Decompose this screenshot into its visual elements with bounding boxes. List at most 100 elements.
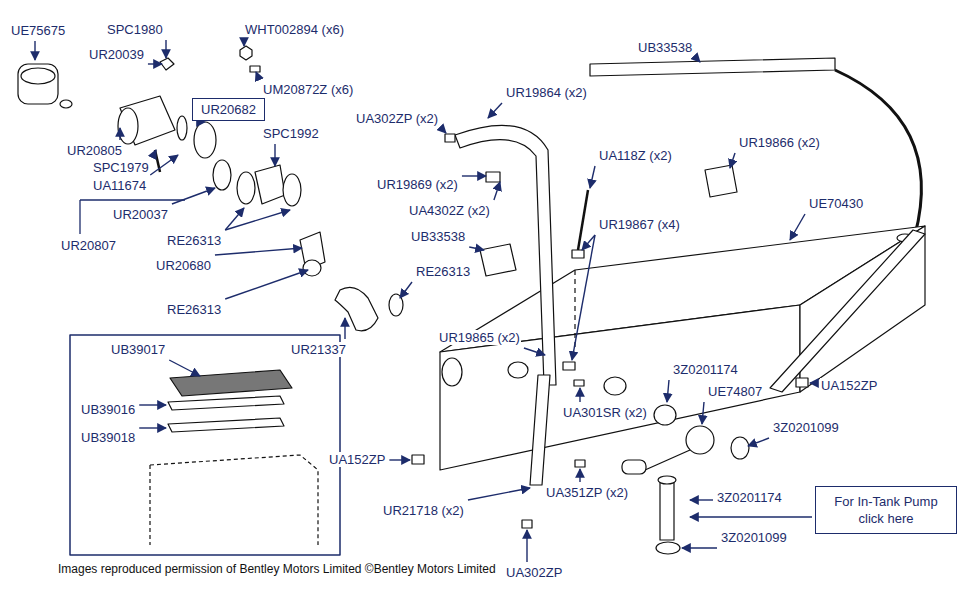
leader-arrow — [344, 318, 345, 339]
leader-arrow — [442, 129, 446, 133]
part-number: WHT002894 (x6) — [244, 22, 345, 37]
leader-arrow — [274, 144, 275, 166]
pad — [705, 165, 737, 197]
cap-seal — [60, 100, 72, 108]
leader-arrow — [169, 360, 200, 376]
part-number: UR21337 — [290, 342, 347, 357]
part-number: UA302ZP — [505, 565, 563, 580]
tank-port — [442, 358, 462, 386]
flange — [194, 122, 216, 158]
part-number: UA302ZP (x2) — [355, 111, 439, 126]
leader-arrow — [119, 128, 120, 140]
part-number: UA152ZP — [820, 378, 878, 393]
callout-box: UR20682 — [192, 98, 265, 121]
leader-arrow — [730, 153, 735, 168]
part-number: UA351ZP (x2) — [545, 485, 629, 500]
part-number: SPC1979 — [92, 160, 150, 175]
inset-strip — [168, 418, 284, 432]
float — [622, 460, 646, 474]
part-number: 3Z0201174 — [672, 362, 739, 377]
leader-arrow — [225, 210, 290, 230]
leader-arrow — [243, 40, 244, 46]
box-text: For In-Tank Pump click here — [824, 493, 948, 527]
part-number: UR20037 — [112, 207, 169, 222]
part-number: UA11674 — [92, 178, 147, 193]
bracket — [486, 172, 500, 182]
part-number: UA152ZP — [328, 452, 386, 467]
part-number: SPC1992 — [262, 126, 320, 141]
part-number: UR20039 — [88, 47, 145, 62]
box-text: UR20682 — [201, 101, 256, 118]
tank-port — [508, 362, 528, 378]
part-number: 3Z0201174 — [716, 490, 783, 505]
leader-arrow — [400, 282, 412, 298]
part-number: UE74807 — [707, 384, 763, 399]
leader-arrow — [690, 516, 812, 517]
screw — [250, 66, 260, 72]
tank-hole — [604, 377, 626, 395]
clamp — [303, 260, 321, 276]
leader-arrow — [462, 175, 486, 176]
leader-arrow — [469, 247, 484, 250]
nut — [240, 46, 252, 60]
part-number: SPC1980 — [106, 22, 164, 37]
part-number: UR20680 — [155, 258, 212, 273]
leader-arrow — [172, 188, 215, 204]
spacer — [572, 250, 584, 258]
part-number: UR19864 (x2) — [505, 85, 588, 100]
bolt — [412, 455, 424, 464]
leader-arrow — [702, 402, 704, 424]
washer — [574, 380, 584, 386]
seal-ring — [654, 405, 676, 425]
leader-arrow — [34, 41, 35, 60]
leader-arrow — [488, 103, 502, 118]
leader-arrow — [579, 388, 580, 402]
leader-arrow — [215, 248, 302, 255]
part-number: UM20872Z (x6) — [262, 82, 354, 97]
in-tank-pump — [660, 480, 674, 540]
lock-ring — [731, 437, 749, 459]
leader-arrow — [256, 72, 259, 79]
filler-cap — [18, 64, 58, 104]
part-number: 3Z0201099 — [720, 530, 788, 545]
leader-arrow — [139, 404, 166, 405]
part-number: UB39018 — [80, 430, 136, 445]
leader-arrow — [139, 427, 166, 428]
leader-arrow — [150, 155, 178, 175]
part-number: RE26313 — [166, 302, 222, 317]
leader-arrow — [690, 499, 713, 500]
leader-arrow — [790, 214, 805, 240]
leader-arrow — [572, 235, 595, 360]
strip — [590, 58, 835, 76]
part-number: UR20805 — [66, 143, 123, 158]
pad — [480, 244, 516, 276]
cap-top — [21, 68, 55, 84]
callout-box: For In-Tank Pump click here — [815, 486, 957, 534]
part-number: UA301SR (x2) — [562, 405, 648, 420]
part-number: UR19867 (x4) — [598, 217, 681, 232]
bracket-line — [80, 199, 185, 200]
part-number: UE70430 — [808, 196, 864, 211]
part-number: UE75675 — [10, 23, 66, 38]
tank-strap — [770, 230, 925, 392]
leader-arrow — [667, 380, 669, 402]
inset-strip — [170, 370, 292, 396]
leader-arrow — [590, 166, 595, 188]
o-ring — [177, 116, 187, 140]
leader-arrow — [810, 382, 817, 383]
float-arm — [645, 450, 690, 470]
pump-top — [658, 476, 676, 484]
sender-unit — [686, 426, 714, 454]
bolt — [796, 378, 808, 387]
copyright-caption: Images reproduced permission of Bentley … — [58, 562, 496, 576]
leader-arrow — [148, 63, 162, 64]
leader-arrow — [524, 348, 545, 355]
part-number: UR19866 (x2) — [738, 135, 821, 150]
leader-arrow — [153, 150, 156, 157]
flap — [160, 58, 174, 70]
bracket-line — [79, 200, 80, 234]
nut — [575, 460, 585, 467]
part-number: RE26313 — [415, 264, 471, 279]
leader-arrow — [225, 270, 308, 299]
nut — [522, 520, 532, 528]
